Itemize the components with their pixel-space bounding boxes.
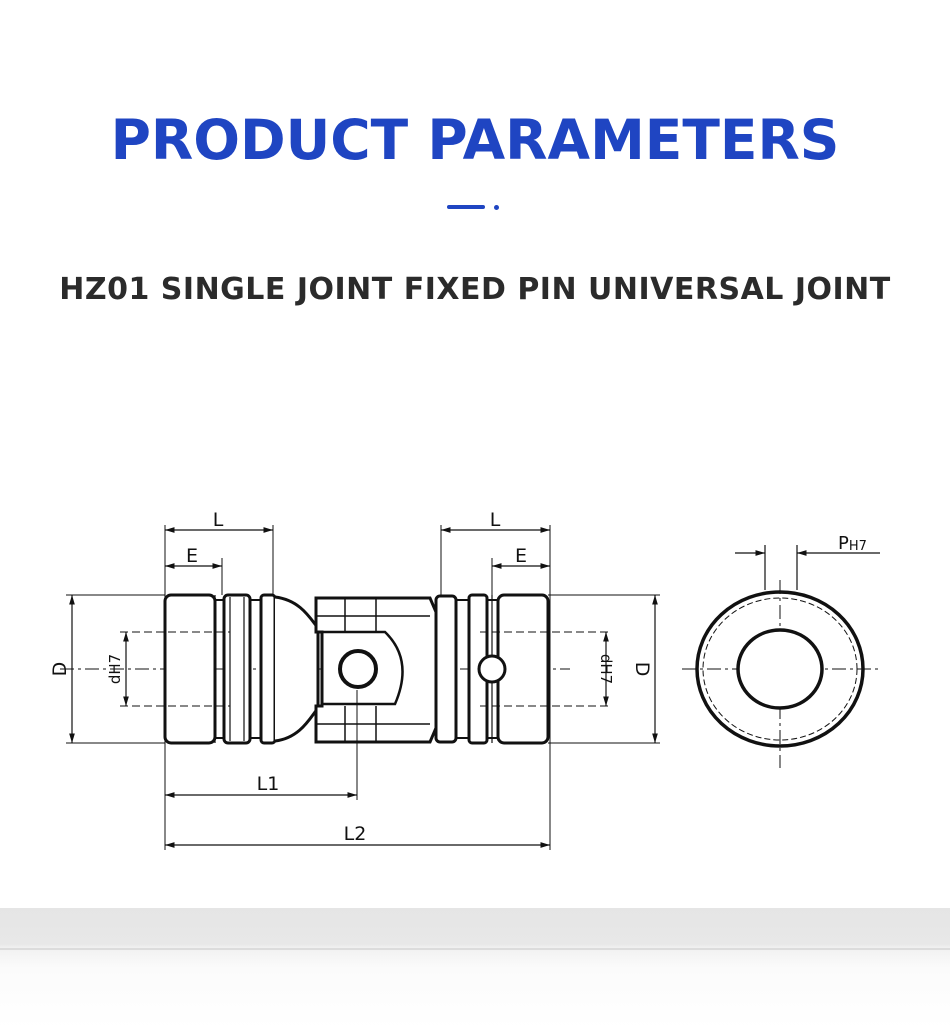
right-yoke (434, 594, 458, 744)
label-e-right: E (515, 545, 527, 567)
footer-edge (0, 948, 950, 950)
pin-hole-left (338, 649, 378, 689)
label-l1: L1 (257, 773, 280, 795)
pin-hole-right (477, 654, 507, 684)
left-ring-1 (222, 593, 252, 745)
left-yoke-neck (274, 595, 320, 743)
label-p: P (838, 533, 849, 554)
label-l-left: L (213, 509, 224, 531)
dimension-labels: L E L E D dH7 dH7 D L1 L2 PH7 (49, 509, 867, 845)
label-e-left: E (186, 545, 198, 567)
title-dot (494, 205, 499, 210)
page-title: PRODUCT PARAMETERS (110, 108, 840, 172)
label-l-right: L (490, 509, 501, 531)
footer-band (0, 908, 950, 1029)
title-underline (447, 205, 485, 209)
side-view (60, 525, 660, 850)
left-hub-body (163, 593, 217, 745)
end-view-bore (736, 628, 824, 710)
label-dh7-left: dH7 (106, 654, 124, 684)
end-view-outer (695, 590, 865, 748)
label-p-h7: PH7 (838, 533, 867, 554)
left-ring-2 (259, 593, 277, 745)
label-p-subscript: H7 (849, 539, 867, 554)
product-subtitle: HZ01 SINGLE JOINT FIXED PIN UNIVERSAL JO… (59, 272, 891, 307)
universal-joint-diagram: L E L E D dH7 dH7 D L1 L2 PH7 (49, 509, 880, 850)
end-view-inner-dashed (702, 597, 858, 741)
label-dh7-right: dH7 (597, 654, 615, 684)
label-l2: L2 (344, 823, 367, 845)
label-d-left: D (49, 662, 71, 677)
end-view (682, 545, 880, 768)
label-d-right: D (631, 662, 653, 677)
